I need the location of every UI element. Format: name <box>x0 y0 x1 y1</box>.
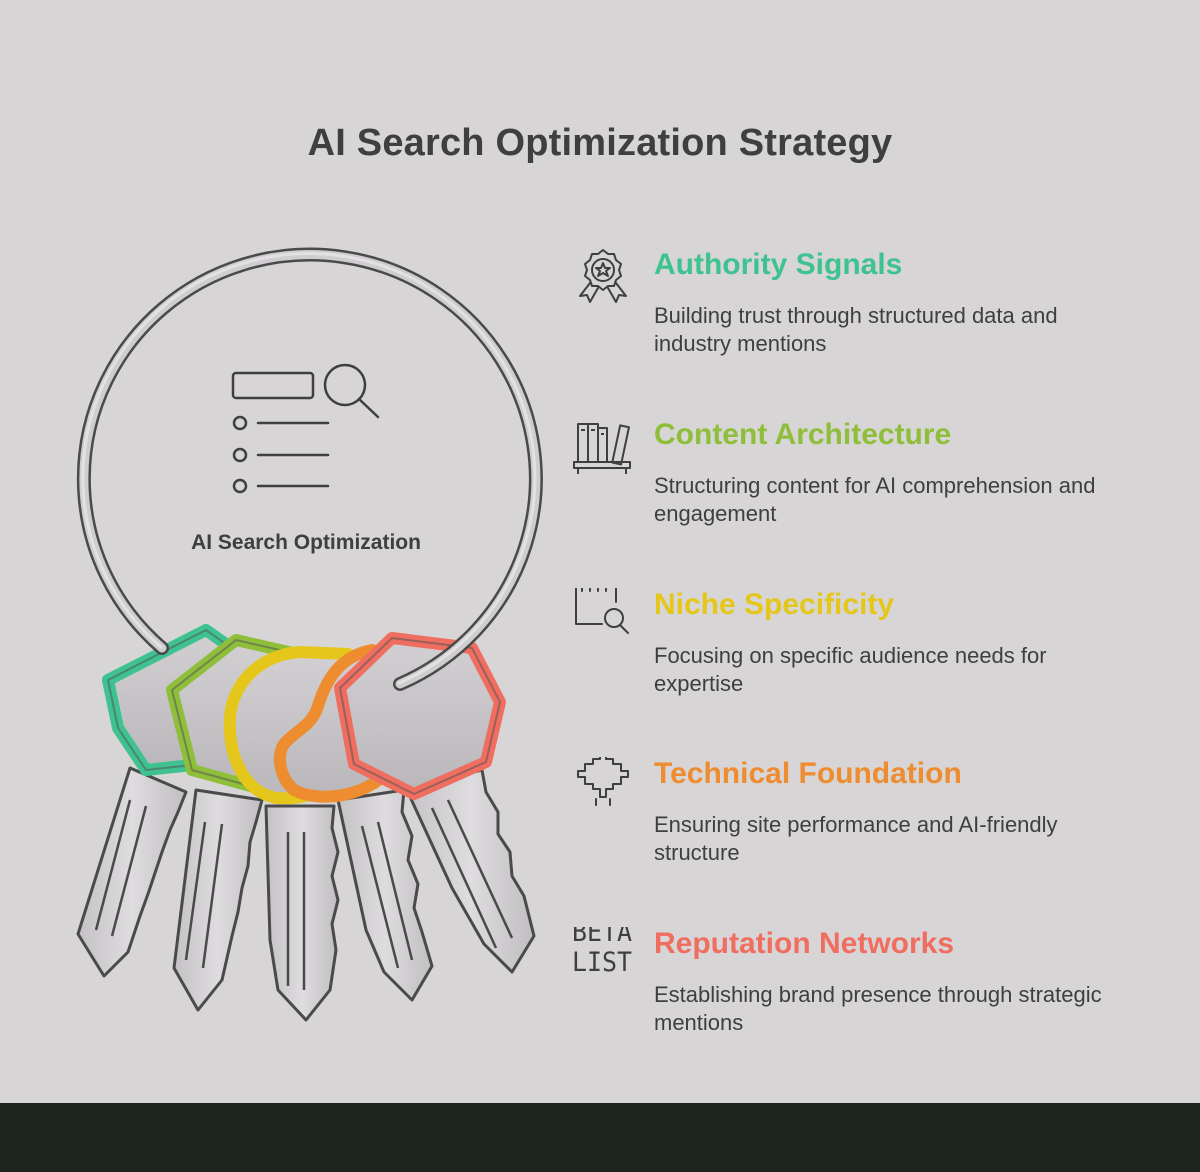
chip-icon <box>577 757 629 806</box>
item-description: Focusing on specific audience needs for … <box>654 643 1047 696</box>
footer-band <box>0 1103 1200 1172</box>
calendar-search-icon <box>575 588 629 634</box>
item-authority-signals: Authority Signals Building trust through… <box>572 248 1132 388</box>
key-ring <box>76 247 543 691</box>
center-label: AI Search Optimization <box>191 531 421 554</box>
bookshelf-icon <box>573 423 631 474</box>
key-head-red <box>334 632 506 800</box>
keyring-illustration: AI Search Optimization <box>76 247 543 1022</box>
item-reputation-networks: BETA LIST Reputation Networks Establishi… <box>572 927 1132 1067</box>
beta-list-icon: BETA LIST <box>572 927 632 978</box>
page-title: AI Search Optimization Strategy <box>307 122 893 164</box>
item-heading: Reputation Networks <box>654 927 955 960</box>
item-content-architecture: Content Architecture Structuring content… <box>572 418 1132 558</box>
item-description: Building trust through structured data a… <box>654 303 1058 356</box>
key-4 <box>336 788 434 1002</box>
search-results-icon <box>231 363 380 494</box>
item-niche-specificity: Niche Specificity Focusing on specific a… <box>572 588 1132 728</box>
item-heading: Niche Specificity <box>654 588 895 621</box>
key-3 <box>264 804 340 1022</box>
item-technical-foundation: Technical Foundation Ensuring site perfo… <box>572 757 1132 897</box>
key-2 <box>172 788 264 1012</box>
award-ribbon-icon <box>579 249 627 303</box>
beta-list-icon-line-1: BETA <box>572 927 632 948</box>
beta-list-icon-line-2: LIST <box>572 947 632 978</box>
item-description: Ensuring site performance and AI-friendl… <box>654 812 1058 865</box>
key-5 <box>404 768 536 974</box>
item-heading: Content Architecture <box>654 418 952 451</box>
item-description: Establishing brand presence through stra… <box>654 982 1102 1035</box>
item-heading: Authority Signals <box>654 248 903 281</box>
item-heading: Technical Foundation <box>654 757 962 790</box>
item-description: Structuring content for AI comprehension… <box>654 473 1096 526</box>
key-1 <box>76 766 188 978</box>
